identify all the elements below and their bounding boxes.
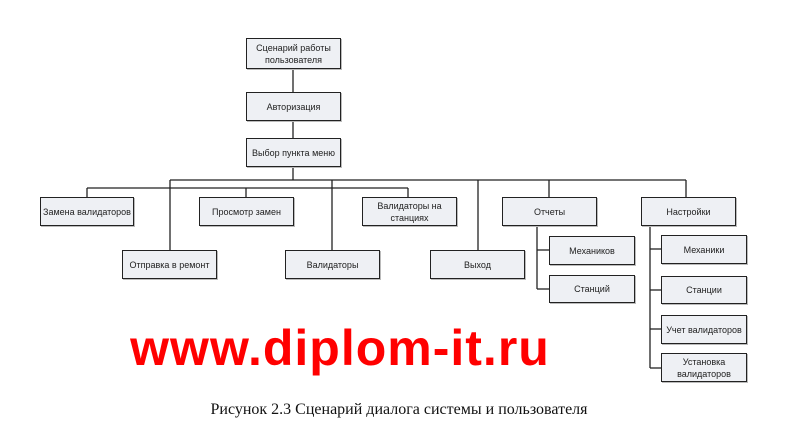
- node-settings-mechanics: Механики: [661, 235, 747, 264]
- node-settings-stations: Станции: [661, 276, 747, 304]
- node-reports-mechanics: Механиков: [549, 236, 635, 265]
- figure-caption: Рисунок 2.3 Сценарий диалога системы и п…: [210, 401, 588, 418]
- node-replace: Замена валидаторов: [40, 197, 134, 226]
- node-menu: Выбор пункта меню: [246, 138, 341, 167]
- node-exit: Выход: [430, 250, 525, 279]
- node-repair: Отправка в ремонт: [122, 250, 217, 279]
- node-settings-validator-install: Установка валидаторов: [661, 353, 747, 382]
- node-auth: Авторизация: [246, 92, 341, 121]
- node-settings-validator-accounting: Учет валидаторов: [661, 315, 747, 344]
- node-reports: Отчеты: [502, 197, 597, 226]
- node-on-stations: Валидаторы на станциях: [362, 197, 457, 226]
- node-root: Сценарий работы пользователя: [246, 38, 341, 69]
- node-settings: Настройки: [641, 197, 736, 226]
- node-reports-stations: Станций: [549, 275, 635, 303]
- node-validators: Валидаторы: [285, 250, 380, 279]
- node-view: Просмотр замен: [199, 197, 294, 226]
